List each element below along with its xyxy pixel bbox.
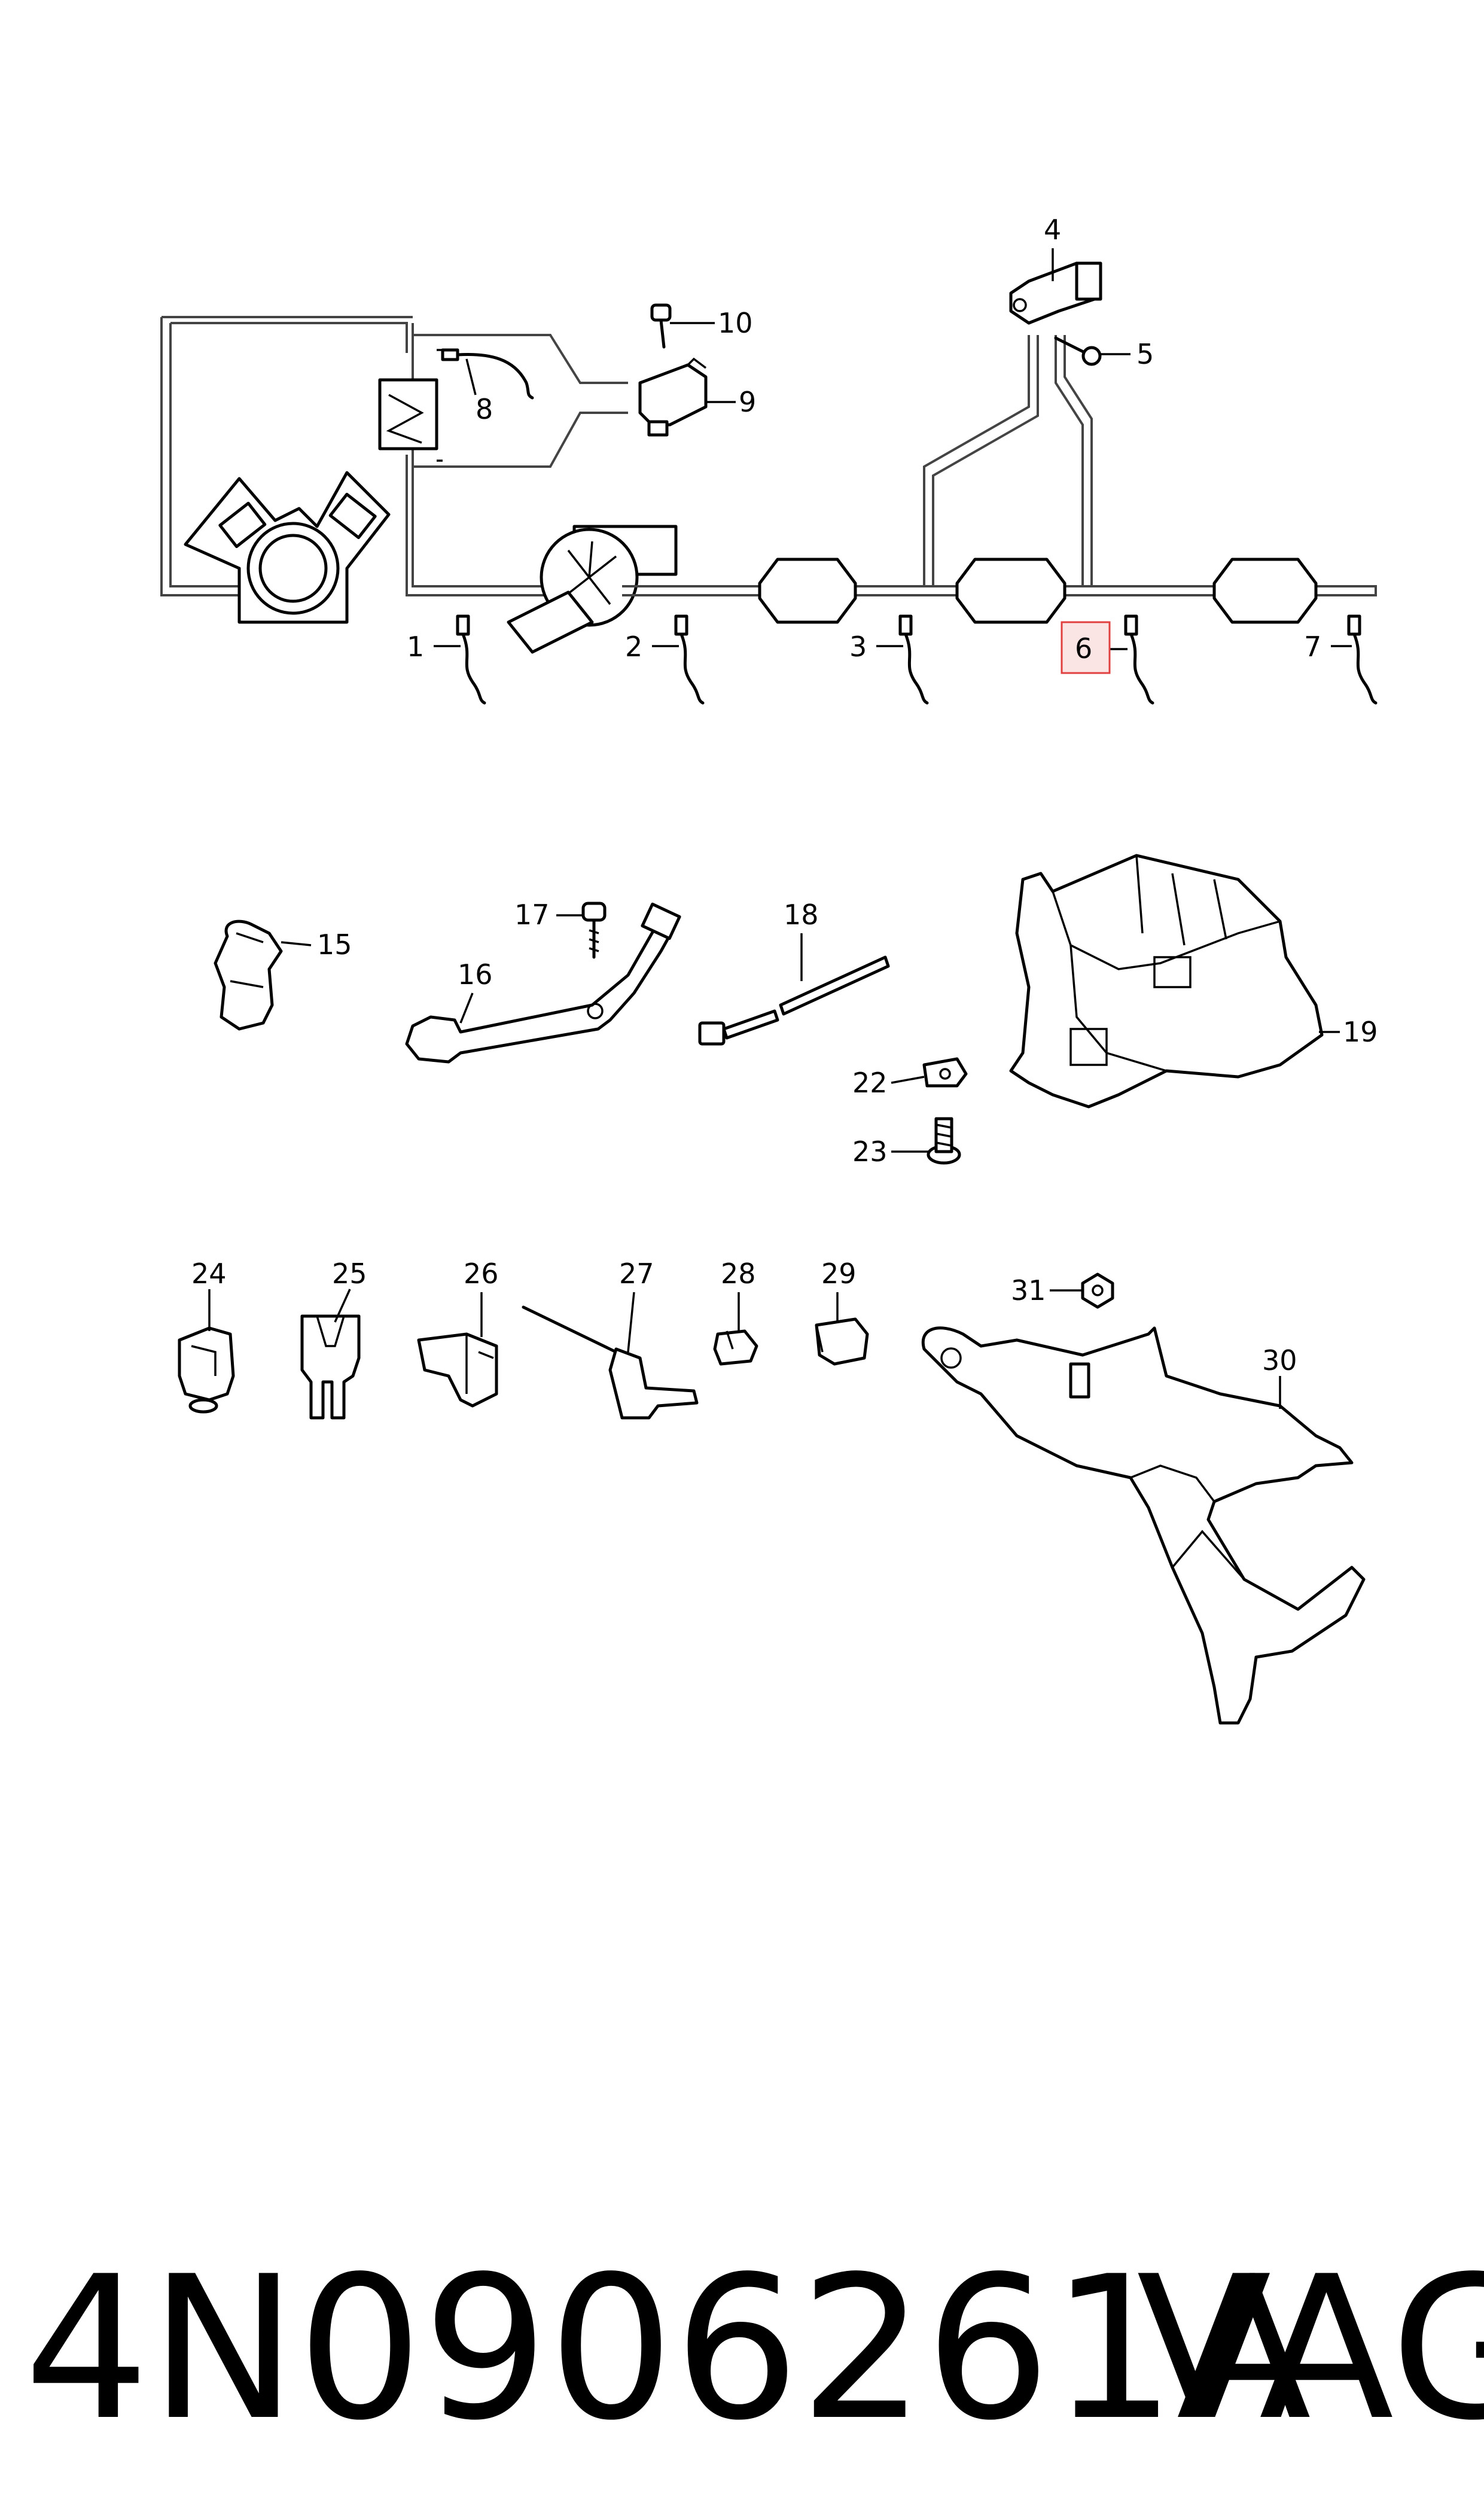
callout-25: 25 bbox=[332, 1258, 367, 1290]
callout-7: 7 bbox=[1304, 631, 1321, 663]
callout-15: 15 bbox=[317, 928, 352, 961]
callout-3: 3 bbox=[849, 631, 867, 663]
callout-2: 2 bbox=[625, 631, 642, 663]
clip-22 bbox=[922, 1057, 968, 1088]
turbocharger bbox=[507, 525, 678, 654]
callout-30: 30 bbox=[1262, 1344, 1297, 1377]
clip-15 bbox=[214, 919, 283, 1031]
callout-22: 22 bbox=[852, 1067, 888, 1099]
highlight-box-6 bbox=[1061, 621, 1111, 674]
leader-lines bbox=[208, 248, 1352, 1409]
callout-6: 6 bbox=[1075, 632, 1092, 665]
lambda-probe-2 bbox=[674, 614, 705, 705]
exhaust-system-schematic bbox=[160, 261, 1378, 705]
bolt-10 bbox=[650, 303, 672, 349]
clip-28 bbox=[713, 1329, 758, 1366]
part-number: 4N0906261A bbox=[24, 2234, 1312, 2464]
callout-23: 23 bbox=[852, 1135, 888, 1168]
valve-9 bbox=[638, 357, 708, 437]
cable-holder-26 bbox=[417, 1332, 498, 1408]
bracket-30 bbox=[921, 1326, 1366, 1725]
exhaust-temperature-sender-6 bbox=[1124, 614, 1154, 705]
clip-24 bbox=[178, 1326, 235, 1414]
screw-17 bbox=[581, 902, 607, 959]
bracket-16 bbox=[405, 902, 681, 1064]
screw-5 bbox=[1054, 336, 1102, 366]
callout-18: 18 bbox=[784, 899, 819, 931]
mounting-parts-row-2 bbox=[178, 1272, 1366, 1725]
catalytic-converter-1 bbox=[758, 558, 857, 624]
mounting-parts-row-1 bbox=[214, 854, 1324, 1165]
callout-10: 10 bbox=[718, 307, 753, 339]
callout-8: 8 bbox=[476, 393, 493, 425]
callout-1: 1 bbox=[407, 631, 424, 663]
bolt-23 bbox=[927, 1117, 961, 1165]
callout-16: 16 bbox=[458, 958, 493, 991]
callout-29: 29 bbox=[821, 1258, 857, 1290]
callout-27: 27 bbox=[619, 1258, 654, 1290]
cable-tie-18 bbox=[698, 955, 890, 1046]
catalytic-converter-2 bbox=[955, 558, 1066, 624]
lambda-probe-1 bbox=[456, 614, 486, 705]
catalytic-converter-3 bbox=[1212, 558, 1318, 624]
brand-name: VAG bbox=[1136, 2234, 1484, 2464]
cable-tie-27 bbox=[522, 1305, 699, 1420]
callout-19: 19 bbox=[1343, 1016, 1378, 1048]
callout-labels: 1 2 3 4 5 6 7 8 9 10 15 16 17 18 19 22 2… bbox=[191, 214, 1378, 1377]
lambda-probe-3 bbox=[898, 614, 929, 705]
callout-26: 26 bbox=[464, 1258, 499, 1290]
callout-5: 5 bbox=[1136, 338, 1154, 370]
electronics-box-19 bbox=[1009, 854, 1324, 1109]
sensor-8 bbox=[441, 348, 534, 400]
clip-29 bbox=[815, 1317, 869, 1366]
callout-4: 4 bbox=[1044, 214, 1061, 246]
clip-25 bbox=[300, 1314, 361, 1420]
callout-9: 9 bbox=[739, 386, 756, 418]
nut-31 bbox=[1069, 1272, 1114, 1399]
callout-31: 31 bbox=[1011, 1274, 1046, 1307]
lambda-probe-7 bbox=[1347, 614, 1378, 705]
pressure-sensor-4 bbox=[1009, 261, 1102, 325]
callout-24: 24 bbox=[191, 1258, 227, 1290]
callout-17: 17 bbox=[514, 899, 550, 931]
callout-28: 28 bbox=[721, 1258, 756, 1290]
